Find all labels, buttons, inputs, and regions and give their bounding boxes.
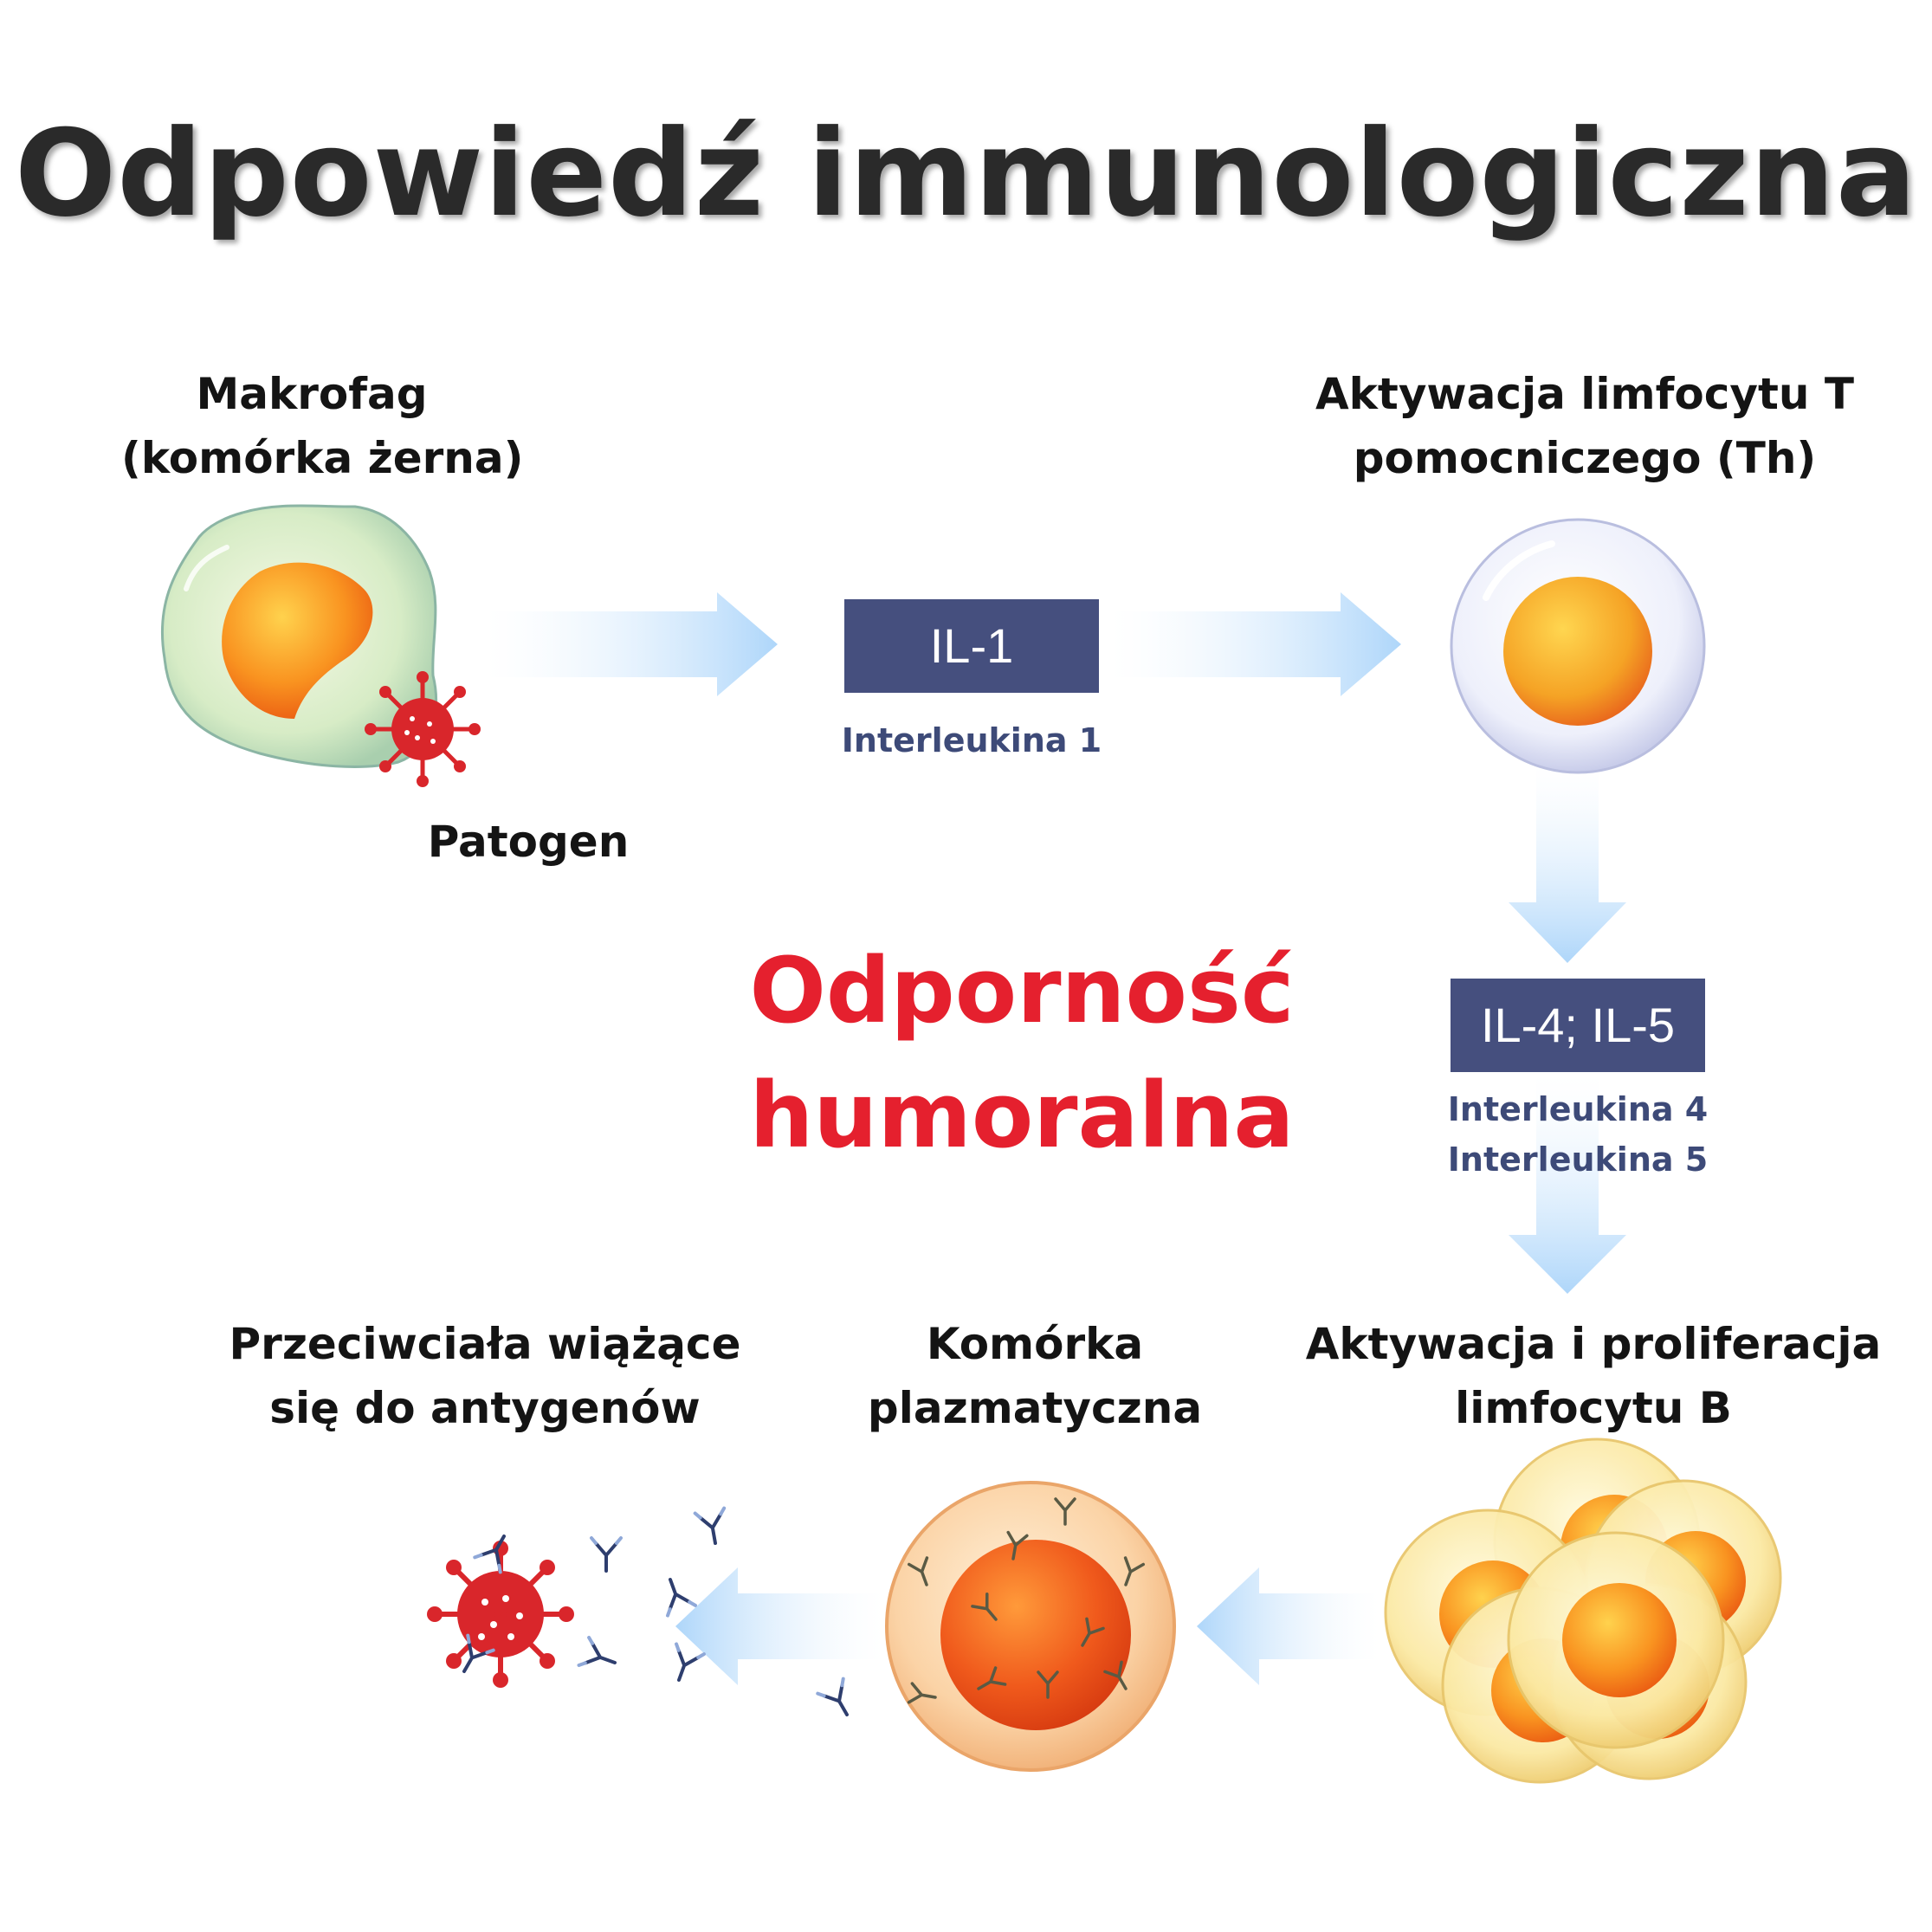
macrophage-label: Makrofag (komórka żerna)	[121, 369, 524, 483]
page-title: Odpowiedź immunologiczna	[14, 104, 1918, 243]
il45-box: IL-4; IL-5	[1451, 979, 1705, 1072]
pathogen-virus-icon	[365, 671, 481, 787]
il1-box: IL-1	[844, 599, 1099, 693]
b-cell-label: Aktywacja i proliferacja limfocytu B	[1305, 1319, 1882, 1433]
humoral-immunity-label: Odporność humoralna	[749, 938, 1295, 1168]
pathogen-label: Patogen	[427, 817, 630, 867]
arrow-bcell-to-plasma	[1197, 1567, 1379, 1685]
arrow-plasma-to-antibodies	[675, 1567, 883, 1685]
b-cell-cluster	[1384, 1438, 1782, 1784]
arrow-il45-to-bcell	[1509, 1074, 1626, 1294]
plasma-cell	[885, 1481, 1176, 1772]
th-cell-label: Aktywacja limfocytu T pomocniczego (Th)	[1315, 369, 1855, 483]
macrophage-cell	[160, 504, 438, 768]
antibodies-label: Przeciwciała wiążące się do antygenów	[229, 1319, 741, 1433]
il1-caption: Interleukina 1	[841, 721, 1102, 759]
arrow-macrophage-to-il1	[485, 592, 778, 696]
helper-t-cell	[1450, 518, 1706, 774]
il45-caption: Interleukina 4 Interleukina 5	[1447, 1090, 1709, 1179]
antigen-virus-icon	[427, 1541, 574, 1688]
plasma-cell-label: Komórka plazmatyczna	[867, 1319, 1203, 1433]
antibody-icon	[816, 1677, 862, 1724]
arrow-th-to-il45	[1509, 762, 1626, 963]
arrow-il1-to-th	[1110, 592, 1401, 696]
